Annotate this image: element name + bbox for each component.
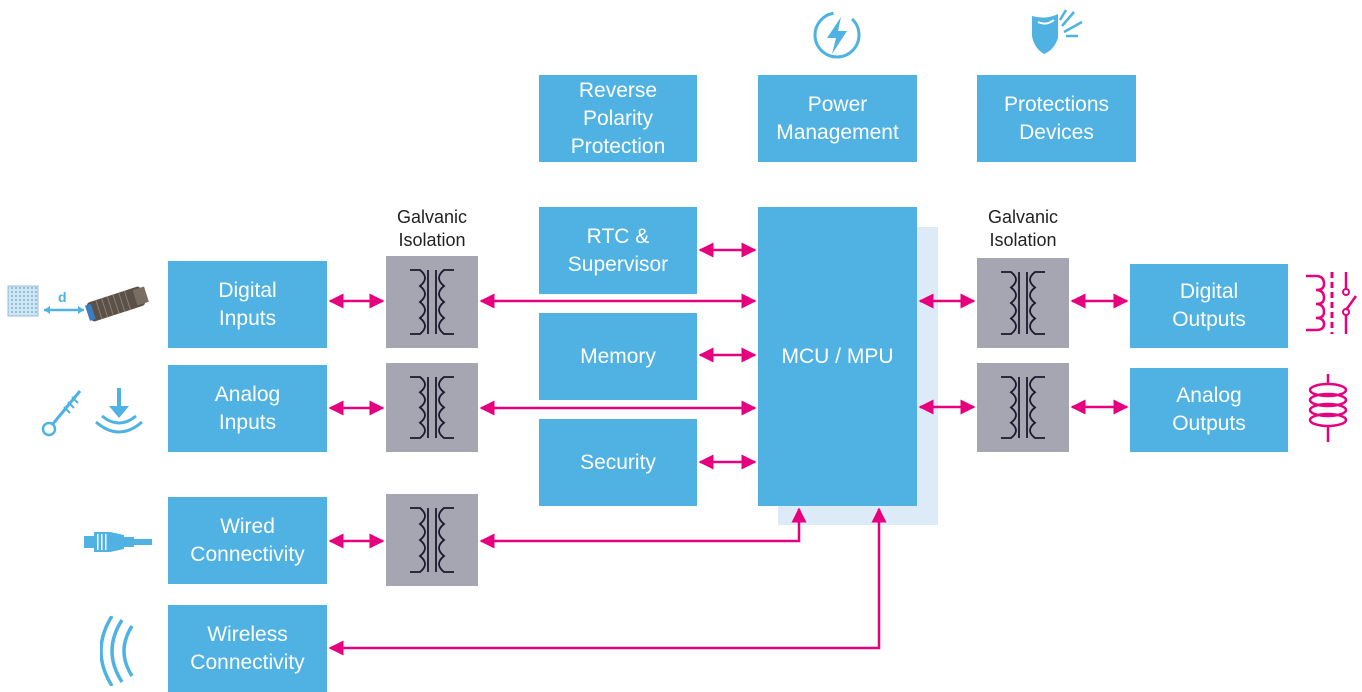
isolation-analog-out [977,363,1069,452]
isolation-digital-out [977,258,1069,348]
digital-inputs-label: Digital Inputs [218,278,277,330]
ethernet-plug-icon [82,527,154,557]
transformer-icon [1001,376,1045,439]
digital-inputs-block: Digital Inputs [168,261,327,348]
rtc-supervisor-label: RTC & Supervisor [567,224,669,276]
memory-block: Memory [539,313,697,400]
protections-devices-label: Protections Devices [1003,92,1110,144]
security-label: Security [580,450,656,474]
thermometer-icon [40,385,88,437]
right-isolation-label: Galvanic Isolation [987,207,1059,250]
heating-coil-icon [1304,372,1352,444]
analog-outputs-block: Analog Outputs [1130,368,1288,452]
rtc-supervisor-block: RTC & Supervisor [539,207,697,294]
isolation-analog-in [386,363,478,452]
wireless-waves-icon [99,615,136,687]
analog-inputs-block: Analog Inputs [168,365,327,452]
pressure-arrow-icon [92,386,146,438]
power-management-label: Power Management [776,92,899,144]
transformer-icon [1001,271,1045,335]
arrow-wireless-mcu [328,507,887,656]
isolation-digital-in [386,256,478,348]
digital-outputs-block: Digital Outputs [1130,264,1288,348]
lightning-bolt-icon [810,8,864,62]
analog-inputs-label: Analog Inputs [214,382,281,434]
memory-label: Memory [580,344,656,368]
wireless-connectivity-block: Wireless Connectivity [168,605,327,692]
wired-connectivity-block: Wired Connectivity [168,497,327,584]
reverse-polarity-label: Reverse Polarity Protection [570,78,666,158]
power-management-block: Power Management [758,75,917,162]
analog-outputs-label: Analog Outputs [1172,384,1246,435]
distance-label: d [58,289,67,305]
shield-spark-icon [1028,8,1086,58]
mcu-mpu-label: MCU / MPU [781,344,894,368]
mcu-mpu-block: MCU / MPU [758,207,917,506]
protections-devices-block: Protections Devices [977,75,1136,162]
arrow-wired-mcu [479,507,807,549]
wired-connectivity-label: Wired Connectivity [190,514,305,566]
transformer-icon [410,269,454,335]
reverse-polarity-block: Reverse Polarity Protection [539,75,697,162]
transformer-icon [410,376,454,439]
proximity-sensor-icon [6,278,152,324]
relay-coil-icon [1302,268,1360,338]
security-block: Security [539,419,697,506]
digital-outputs-label: Digital Outputs [1172,280,1246,331]
left-isolation-label: Galvanic Isolation [396,207,468,250]
wireless-connectivity-label: Wireless Connectivity [190,622,305,674]
